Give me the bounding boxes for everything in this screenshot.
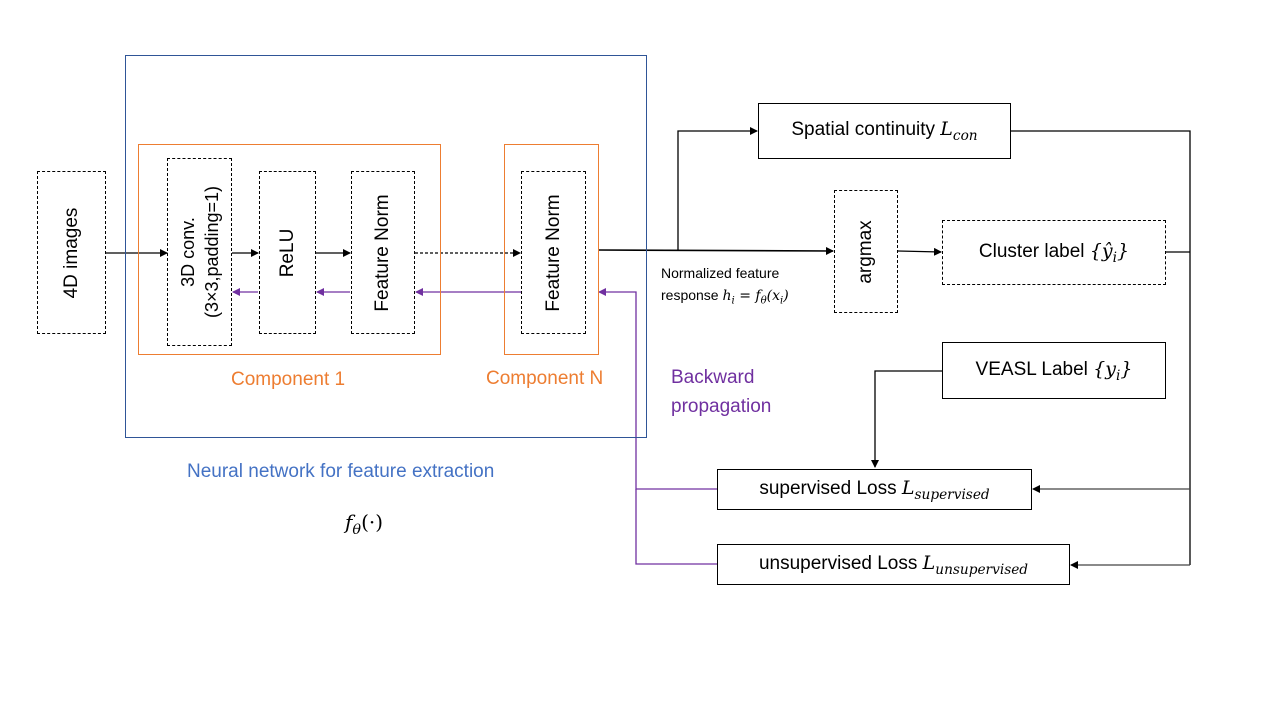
component-n-caption: Component N: [486, 368, 604, 389]
feature-response-annotation: Normalized feature response hi = fθ(xi): [661, 265, 789, 307]
network-function-symbol: fθ(·): [345, 510, 384, 539]
network-frame: [125, 55, 647, 438]
arrow-veasl-to-supervised: [871, 370, 942, 468]
feature-norm-1-label: Feature Norm: [372, 193, 393, 312]
component-1-frame: [138, 144, 441, 355]
conv-label-line2: (3×3,padding=1): [201, 185, 222, 319]
backprop-wire-unsupervised: [635, 489, 717, 565]
relu-label: ReLU: [276, 228, 298, 277]
unsupervised-loss-node: unsupervised Loss Lunsupervised: [717, 544, 1070, 585]
arrow-to-spatial-continuity: [677, 127, 758, 250]
conv3d-node: 3D conv. (3×3,padding=1): [167, 158, 232, 346]
feature-norm-n-node: Feature Norm: [521, 171, 586, 334]
veasl-label-node: VEASL Label {yi}: [942, 342, 1166, 399]
component-n-frame: [504, 144, 599, 355]
spatial-continuity-loss-node: Spatial continuity Lcon: [758, 103, 1011, 159]
feature-norm-n-label: Feature Norm: [542, 193, 564, 312]
component-1-caption: Component 1: [231, 369, 346, 390]
network-caption: Neural network for feature extraction: [187, 461, 495, 482]
relu-node: ReLU: [259, 171, 316, 334]
backward-propagation-caption: Backward propagation: [671, 367, 772, 417]
arrow-normN-to-argmax: [597, 246, 834, 255]
input-label: 4D images: [60, 207, 82, 298]
supervised-loss-node: supervised Loss Lsupervised: [717, 469, 1032, 510]
cluster-label-node: Cluster label {ŷi}: [942, 220, 1166, 285]
conv-label-line1: 3D conv.: [177, 217, 198, 287]
feature-norm-1-node: Feature Norm: [351, 171, 415, 334]
wire-spatial-to-bus: [1011, 130, 1191, 565]
argmax-label: argmax: [855, 219, 876, 284]
backprop-wire: [598, 288, 717, 490]
argmax-node: argmax: [834, 190, 898, 313]
input-4d-images-node: 4D images: [37, 171, 106, 334]
arrow-argmax-to-cluster: [897, 247, 942, 256]
